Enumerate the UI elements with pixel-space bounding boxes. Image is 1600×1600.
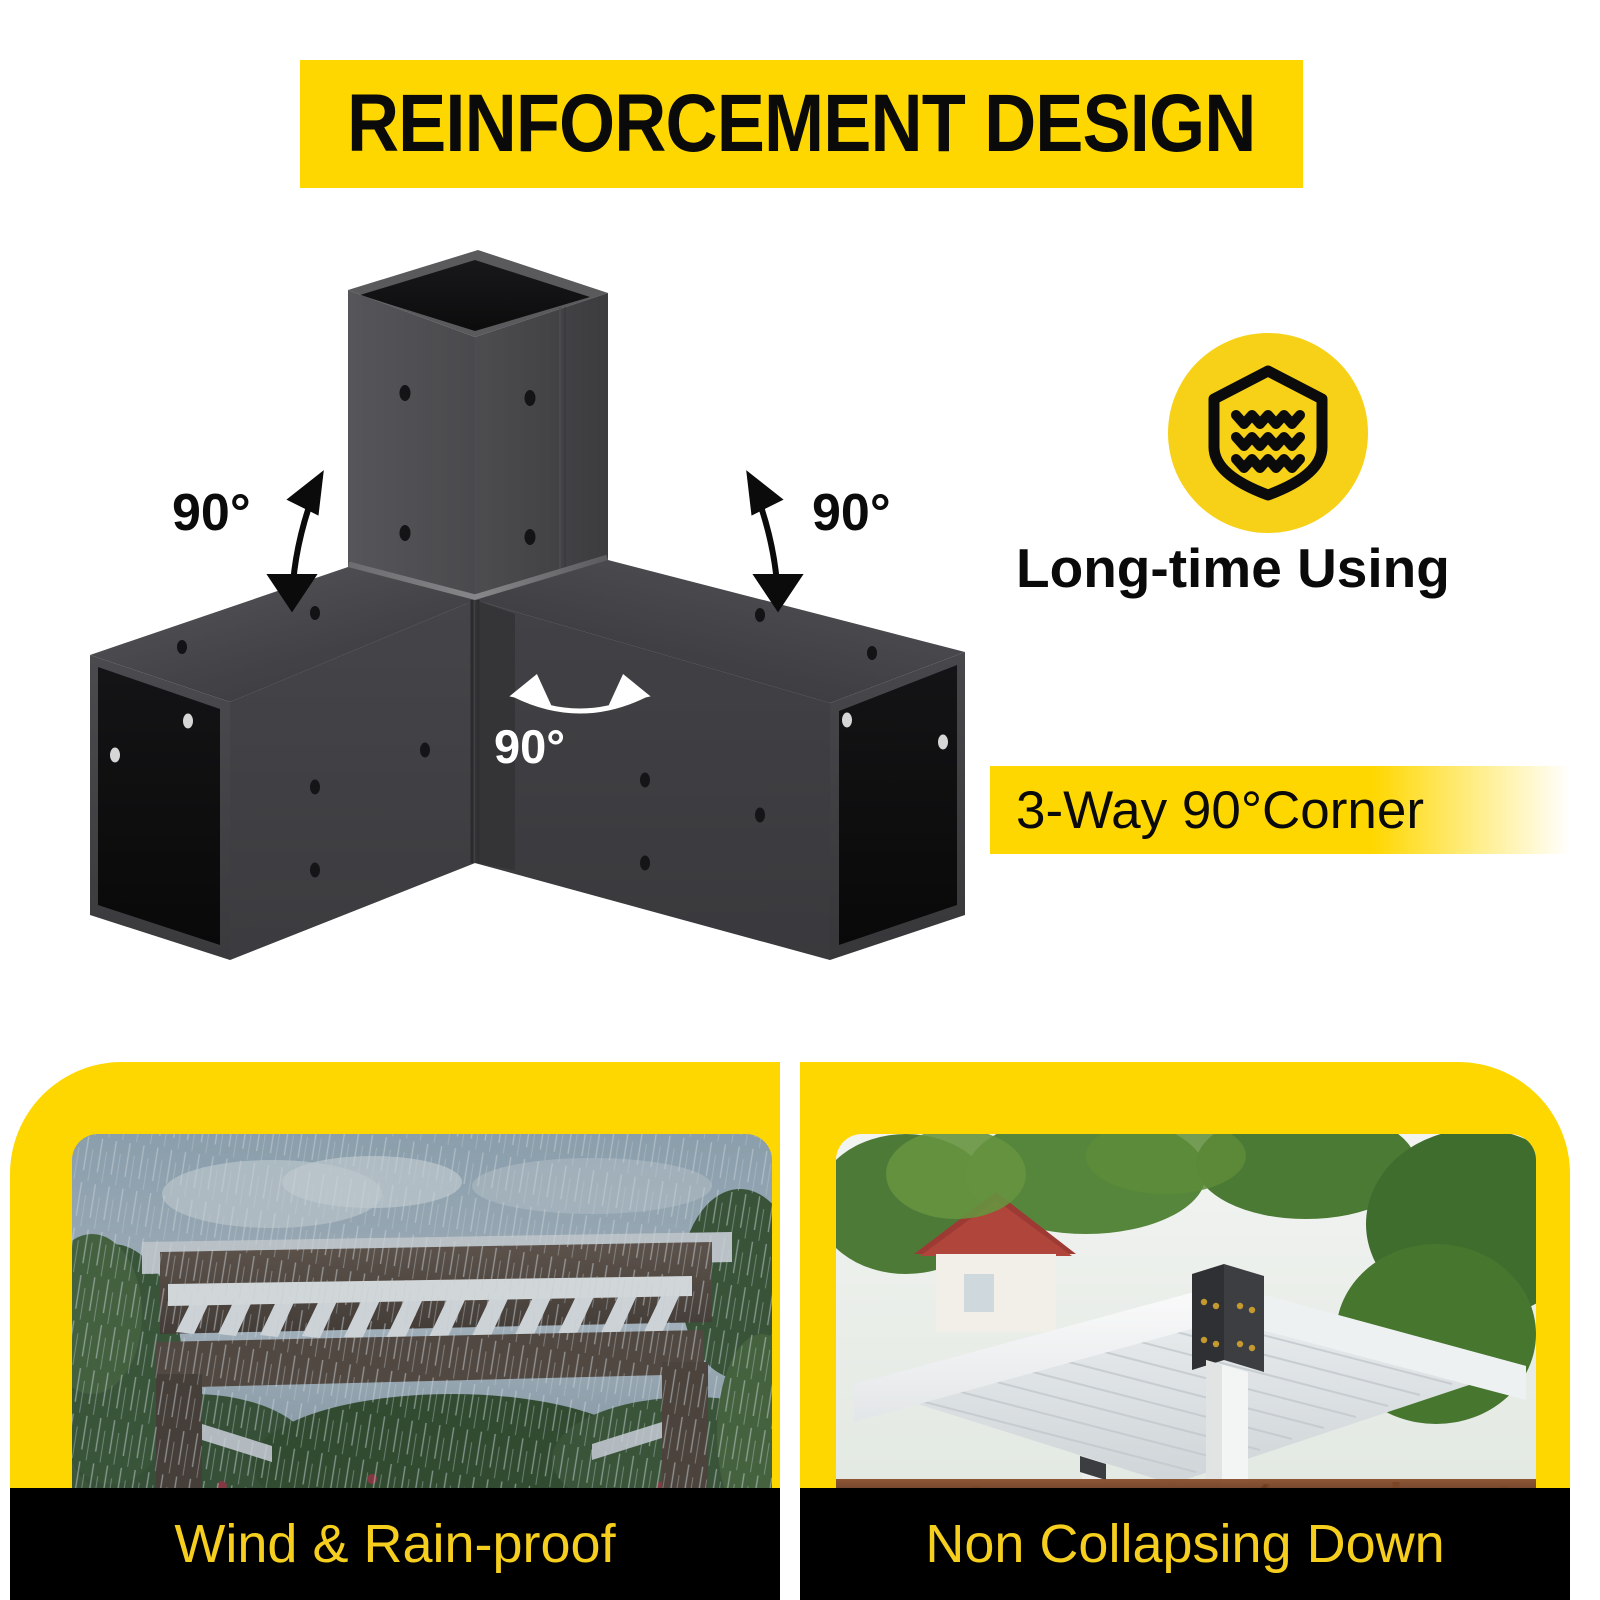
- angle-label-center: 90°: [494, 720, 566, 773]
- product-image: [60, 215, 1020, 1045]
- shield-waves-icon: [1202, 363, 1334, 503]
- card-wind-rain-proof: Wind & Rain-proof: [10, 1062, 780, 1600]
- card-caption-bar: Non Collapsing Down: [800, 1488, 1570, 1600]
- header-banner: REINFORCEMENT DESIGN: [300, 60, 1303, 188]
- angle-arrow-center: [509, 674, 651, 714]
- corner-type-bar: 3-Way 90°Corner: [990, 766, 1570, 854]
- card-caption-bar: Wind & Rain-proof: [10, 1488, 780, 1600]
- feature-heading: Long-time Using: [1016, 537, 1450, 599]
- angle-label-left: 90°: [172, 484, 251, 542]
- card-caption-text: Wind & Rain-proof: [174, 1514, 616, 1574]
- product-illustration: [90, 250, 965, 960]
- card-caption-text: Non Collapsing Down: [925, 1514, 1445, 1574]
- angle-label-right: 90°: [812, 484, 891, 542]
- corner-type-label: 3-Way 90°Corner: [1016, 780, 1425, 840]
- card-non-collapsing-down: Non Collapsing Down: [800, 1062, 1570, 1600]
- feature-badge: [1168, 333, 1368, 533]
- page-title: REINFORCEMENT DESIGN: [347, 78, 1256, 169]
- feature-cards: Wind & Rain-proof: [0, 1062, 1600, 1600]
- angle-arrow-left: [266, 470, 324, 613]
- angle-arrow-right: [746, 470, 804, 613]
